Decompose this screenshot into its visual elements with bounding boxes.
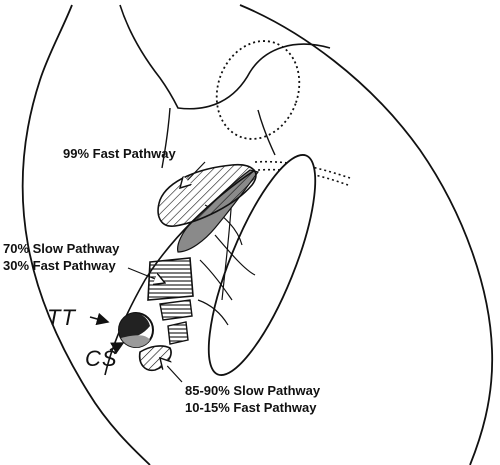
leaflet-line-4: [197, 299, 229, 326]
label-low-line2: 10-15% Fast Pathway: [185, 400, 317, 415]
tricuspid-annulus: [207, 154, 317, 376]
region-small-2: [167, 321, 189, 345]
leaflet-line-2: [214, 234, 256, 276]
arrow-low: [160, 358, 183, 383]
label-cs: CS: [85, 346, 118, 371]
inner-wall-right: [257, 109, 276, 156]
label-fast-99: 99% Fast Pathway: [63, 146, 176, 161]
heart-outline-left: [21, 4, 151, 465]
arrow-tt: [89, 312, 110, 326]
label-low-line1: 85-90% Slow Pathway: [185, 383, 321, 398]
inner-wall: [161, 107, 171, 169]
cs-gray-fill: [121, 335, 150, 348]
label-mid-line2: 30% Fast Pathway: [3, 258, 116, 273]
heart-outline-right: [239, 4, 494, 465]
region-mid: [147, 257, 194, 301]
arrow-fast-99: [180, 161, 206, 188]
dotted-tendon-1: [254, 160, 351, 179]
label-tt: TT: [47, 305, 76, 330]
dotted-ostium: [215, 40, 301, 140]
atrial-roof: [119, 4, 331, 110]
arrow-cs: [109, 342, 125, 354]
region-small-1: [159, 299, 193, 321]
region-low: [138, 345, 172, 372]
arrow-mid: [127, 267, 165, 283]
cs-dark-fill: [119, 313, 150, 339]
label-mid-line1: 70% Slow Pathway: [3, 241, 120, 256]
leaflet-line-3: [199, 259, 233, 301]
